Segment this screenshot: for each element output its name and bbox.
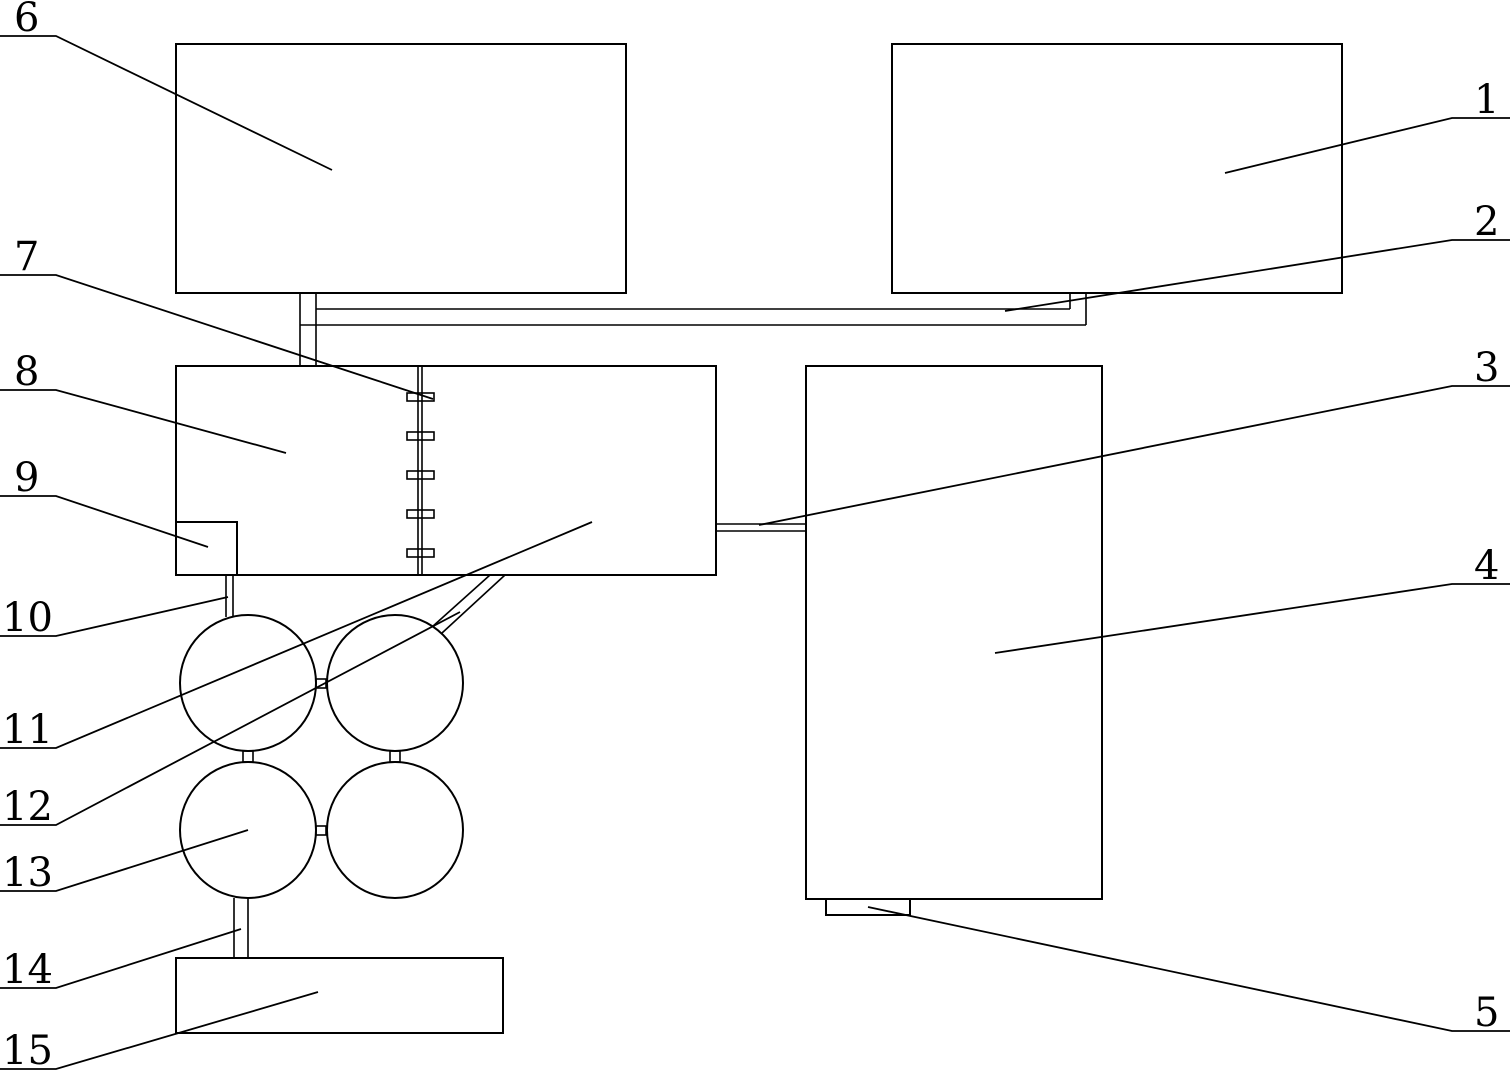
connector-left-vertical xyxy=(242,750,254,763)
connector-bottom-horizontal xyxy=(315,825,327,836)
leader-lines xyxy=(0,35,1510,1070)
component-4-box xyxy=(805,365,1103,900)
label-14: 14 xyxy=(2,947,53,993)
label-13: 13 xyxy=(2,850,53,896)
label-11: 11 xyxy=(2,707,53,753)
component-15-box xyxy=(175,957,504,1034)
label-7: 7 xyxy=(14,234,39,280)
component-9-box xyxy=(175,521,238,576)
label-4: 4 xyxy=(1474,543,1499,589)
pipe-12 xyxy=(431,574,506,634)
label-1: 1 xyxy=(1474,77,1499,123)
pipe-14 xyxy=(233,898,249,958)
label-15: 15 xyxy=(2,1028,53,1073)
label-2: 2 xyxy=(1474,199,1499,245)
component-1-box xyxy=(891,43,1343,294)
label-3: 3 xyxy=(1474,345,1499,391)
connector-right-vertical xyxy=(389,750,401,763)
label-9: 9 xyxy=(14,455,39,501)
label-6: 6 xyxy=(14,0,39,41)
component-6-box xyxy=(175,43,627,294)
tank-circle-bottom-right xyxy=(326,761,464,899)
tank-circle-top-right xyxy=(326,614,464,752)
label-5: 5 xyxy=(1474,990,1499,1036)
partition-7 xyxy=(406,366,435,575)
label-8: 8 xyxy=(14,349,39,395)
pipe-10 xyxy=(225,575,234,617)
component-8-box xyxy=(175,365,717,576)
label-12: 12 xyxy=(2,784,53,830)
label-10: 10 xyxy=(2,595,53,641)
component-5-box xyxy=(825,898,911,916)
tank-circle-top-left xyxy=(179,614,317,752)
pipe-2 xyxy=(299,292,1087,366)
